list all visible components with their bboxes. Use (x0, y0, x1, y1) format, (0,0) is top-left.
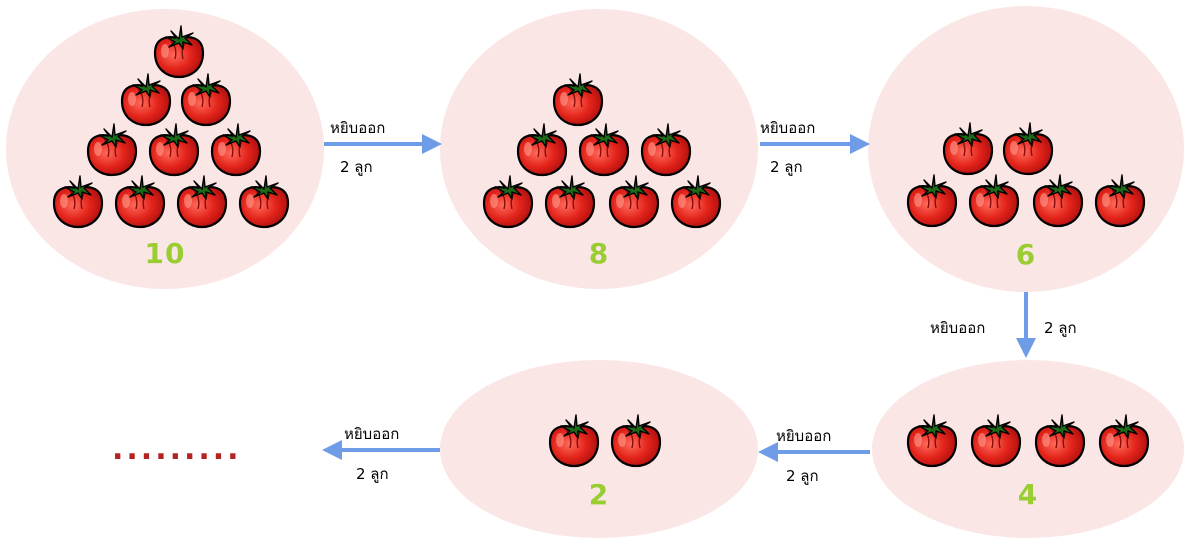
tomato-icon (906, 173, 958, 228)
arrow-left-icon (322, 440, 440, 460)
tomato-icon (1034, 413, 1086, 468)
tomato-icon (120, 72, 172, 127)
tomato-group-4: 4 (872, 360, 1184, 538)
step-action-label: หยิบออก (776, 427, 832, 445)
count-label: 2 (588, 478, 610, 511)
step-amount-label: 2 ลูก (356, 465, 389, 483)
tomato-icon (970, 413, 1022, 468)
tomato-icon (670, 174, 722, 229)
tomato-cluster-2 (548, 413, 662, 468)
step-action-label: หยิบออก (930, 319, 986, 337)
arrow-left-icon (758, 442, 870, 462)
tomato-icon (52, 174, 104, 229)
step-amount-label: 2 ลูก (786, 467, 819, 485)
tomato-icon (552, 72, 604, 127)
tomato-icon (610, 413, 662, 468)
tomato-icon (148, 122, 200, 177)
tomato-icon (578, 122, 630, 177)
tomato-icon (608, 174, 660, 229)
tomato-icon (968, 173, 1020, 228)
tomato-icon (1098, 413, 1150, 468)
tomato-cluster-4 (906, 413, 1150, 468)
step-amount-label: 2 ลูก (340, 158, 373, 176)
step-amount-label: 2 ลูก (1044, 319, 1077, 337)
tomato-icon (548, 413, 600, 468)
tomato-icon (180, 72, 232, 127)
tomato-icon (640, 122, 692, 177)
arrow-right-icon (324, 134, 442, 154)
tomato-icon (482, 174, 534, 229)
count-label: 4 (1017, 478, 1039, 511)
tomato-icon (238, 174, 290, 229)
tomato-icon (544, 174, 596, 229)
tomato-icon (906, 413, 958, 468)
step-amount-label: 2 ลูก (770, 158, 803, 176)
tomato-icon (176, 174, 228, 229)
tomato-group-6: 6 (868, 6, 1184, 292)
arrow-down-icon (1016, 292, 1036, 358)
tomato-icon (86, 122, 138, 177)
tomato-group-2: 2 (440, 360, 758, 538)
continuation-ellipsis: ......... (112, 432, 242, 467)
arrow-right-icon (760, 134, 870, 154)
tomato-group-8: 8 (440, 9, 758, 289)
tomato-icon (153, 24, 205, 79)
step-action-label: หยิบออก (330, 119, 386, 137)
count-label: 6 (1015, 238, 1037, 271)
step-action-label: หยิบออก (760, 119, 816, 137)
tomato-icon (1094, 173, 1146, 228)
tomato-icon (210, 122, 262, 177)
tomato-group-10: 10 (6, 9, 324, 289)
tomato-icon (1002, 121, 1054, 176)
count-label: 8 (588, 237, 610, 270)
tomato-icon (516, 122, 568, 177)
tomato-icon (114, 174, 166, 229)
count-label: 10 (144, 237, 186, 270)
tomato-icon (942, 121, 994, 176)
step-action-label: หยิบออก (344, 425, 400, 443)
tomato-icon (1032, 173, 1084, 228)
